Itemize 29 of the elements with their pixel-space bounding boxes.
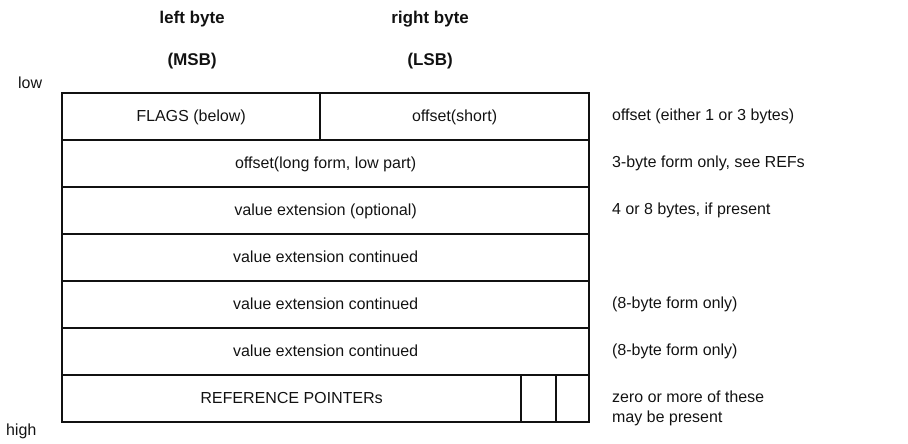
column-heading: right byte (391, 8, 469, 28)
field-name: REFERENCE POINTERs (200, 390, 383, 408)
field-name: value extension continued (232, 296, 418, 314)
field-cell (61, 186, 590, 235)
field-cell (319, 92, 590, 141)
field-note: zero or more of these may be present (612, 388, 766, 428)
field-note: offset (either 1 or 3 bytes) (612, 106, 796, 126)
address-label: high (6, 422, 36, 440)
empty-cell-box (555, 374, 590, 423)
field-note: (8-byte form only) (612, 341, 738, 361)
field-cell (61, 233, 590, 282)
column-heading: (MSB) (167, 50, 217, 70)
field-name: value extension continued (232, 248, 418, 266)
field-cell (61, 374, 522, 423)
field-cell (61, 139, 590, 188)
field-note: (8-byte form only) (612, 294, 738, 314)
field-name: offset(long form, low part) (234, 154, 416, 172)
field-cell (61, 280, 590, 329)
field-name: offset(short) (412, 108, 498, 126)
column-heading: left byte (159, 8, 225, 28)
field-note: 3-byte form only, see REFs (612, 153, 806, 173)
field-note: 4 or 8 bytes, if present (612, 200, 772, 220)
address-label: low (18, 75, 42, 93)
field-cell (61, 327, 590, 376)
field-name: value extension continued (232, 342, 418, 360)
field-name: value extension (optional) (234, 202, 417, 220)
field-name: FLAGS (below) (136, 108, 246, 126)
column-heading: (LSB) (407, 50, 453, 70)
field-cell (61, 92, 321, 141)
